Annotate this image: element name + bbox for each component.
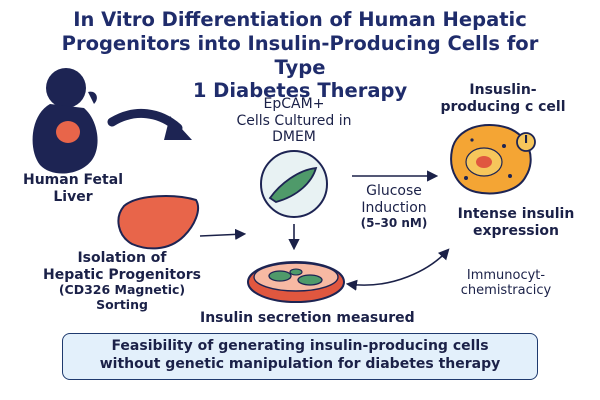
immuno-line-1: Immunocyt-: [466, 268, 546, 283]
petri-dish-icon: [247, 261, 345, 303]
glucose-label: Glucose Induction (5–30 nM): [342, 183, 446, 230]
fetal-liver-line-1: Human Fetal: [23, 172, 123, 188]
glucose-line-1: Glucose: [366, 183, 422, 199]
liver-icon: [117, 195, 200, 250]
title-line-1: In Vitro Differentiation of Human Hepati…: [73, 8, 527, 31]
epcam-line-1: EpCAM+: [263, 96, 325, 112]
isolation-line-1: Isolation of: [77, 250, 167, 266]
title-line-3: 1 Diabetes Therapy: [192, 79, 408, 103]
glucose-line-2: Induction: [361, 199, 427, 216]
epcam-line-3: DMEM: [272, 129, 316, 146]
conclusion-banner: Feasibility of generating insulin-produc…: [62, 333, 538, 380]
expression-label: Intense insulin expression: [446, 206, 586, 239]
page-title: In Vitro Differentiation of Human Hepati…: [40, 8, 560, 103]
fetus-icon: [32, 68, 98, 174]
isolation-line-3: (CD326 Magnetic): [58, 282, 186, 298]
fetus-arrow-head: [164, 116, 192, 140]
expression-line-2: expression: [473, 222, 559, 239]
insulin-cell-icon: [450, 124, 536, 195]
isolation-line-4: Sorting: [96, 296, 148, 312]
epcam-line-2: Cells Cultured in: [236, 112, 352, 129]
cell-dish-icon: [260, 150, 328, 218]
isolation-line-2: Hepatic Progenitors: [43, 266, 201, 283]
immuno-line-2: chemistracicy: [460, 283, 552, 299]
fetal-liver-label: Human Fetal Liver: [18, 172, 128, 205]
insulin-cell-line-1: Insuslin-: [469, 82, 537, 98]
banner-line-2: without genetic manipulation for diabete…: [99, 355, 501, 372]
glucose-line-3: (5–30 nM): [360, 216, 428, 231]
insulin-cell-line-2: producing c cell: [440, 98, 566, 115]
title-line-2: Progenitors into Insulin-Producing Cells…: [61, 31, 539, 79]
fetal-liver-line-2: Liver: [53, 188, 93, 205]
secretion-label: Insulin secretion measured: [200, 310, 415, 326]
petri-expression-arrow: [345, 248, 450, 291]
epcam-label: EpCAM+ Cells Cultured in DMEM: [214, 96, 374, 146]
insulin-badge-label: I: [523, 133, 529, 146]
banner-line-1: Feasibility of generating insulin-produc…: [111, 338, 489, 354]
expression-line-1: Intense insulin: [457, 206, 575, 222]
immuno-label: Immunocyt- chemistracicy: [446, 268, 566, 299]
insulin-cell-label: Insuslin- producing c cell: [438, 82, 568, 115]
isolation-label: Isolation of Hepatic Progenitors (CD326 …: [34, 250, 210, 313]
liver-to-dish-arrow: [199, 228, 247, 241]
